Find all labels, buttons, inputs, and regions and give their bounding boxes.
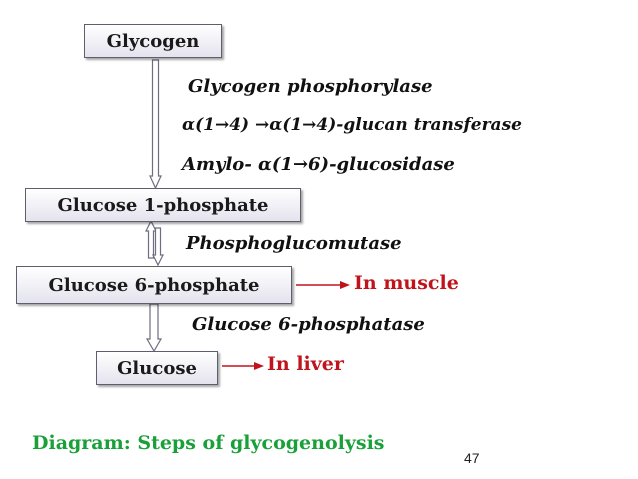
diagram-caption: Diagram: Steps of glycogenolysis [32, 432, 385, 454]
enzyme-glycogen-phosphorylase: Glycogen phosphorylase [188, 76, 433, 97]
node-glycogen-label: Glycogen [106, 30, 200, 52]
arrow-g1p-to-g6p [145, 219, 164, 267]
enzyme-glucan-transferase: α(1→4) →α(1→4)-glucan transferase [182, 115, 522, 135]
node-g6p-label: Glucose 6-phosphate [48, 274, 260, 296]
node-glucose-1-phosphate: Glucose 1-phosphate [25, 188, 301, 222]
arrow-to-muscle [296, 281, 350, 289]
arrow-g6p-to-glucose [145, 303, 163, 353]
page-number: 47 [464, 450, 480, 466]
tissue-label-muscle: In muscle [354, 272, 459, 294]
arrow-glycogen-to-g1p [149, 59, 162, 190]
node-glycogen: Glycogen [84, 24, 222, 58]
enzyme-phosphoglucomutase: Phosphoglucomutase [186, 233, 402, 254]
node-glucose-label: Glucose [117, 357, 197, 379]
node-g1p-label: Glucose 1-phosphate [57, 194, 269, 216]
enzyme-amylo-glucosidase: Amylo- α(1→6)-glucosidase [182, 154, 455, 175]
tissue-label-liver: In liver [267, 353, 344, 375]
enzyme-glucose-6-phosphatase: Glucose 6-phosphatase [192, 314, 425, 335]
node-glucose-6-phosphate: Glucose 6-phosphate [16, 266, 292, 304]
node-glucose: Glucose [96, 351, 218, 385]
arrow-to-liver [222, 362, 264, 370]
